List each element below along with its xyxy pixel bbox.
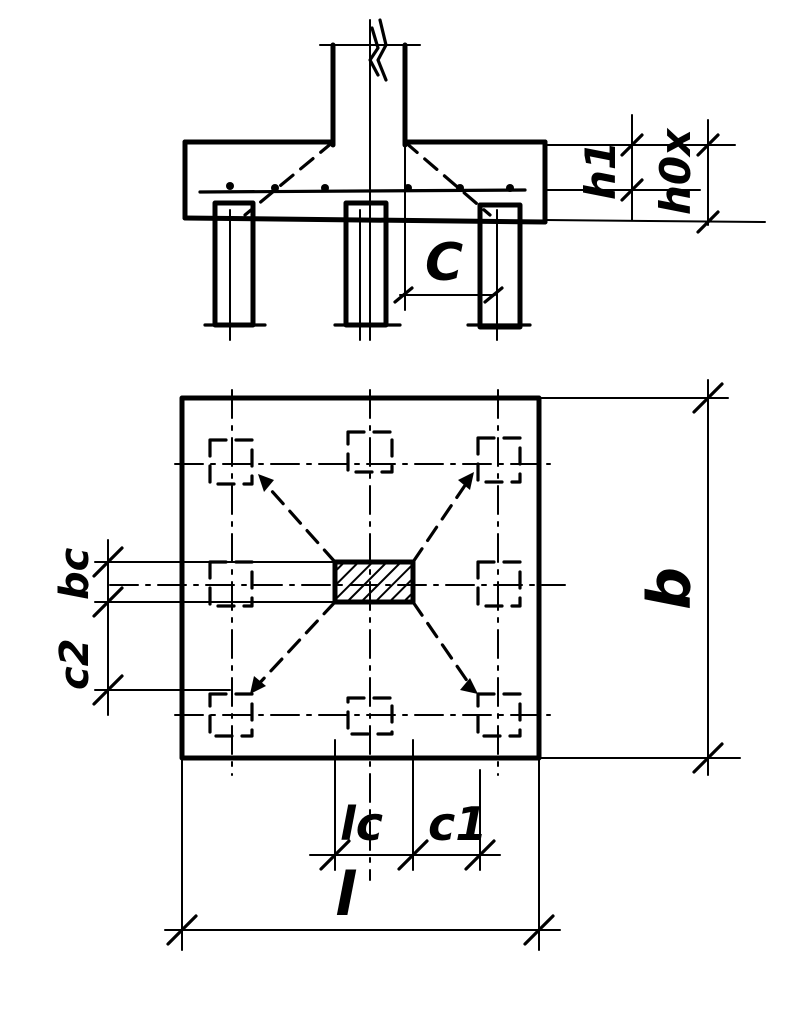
pile-right [477, 202, 523, 330]
label-b: b [635, 567, 705, 610]
pile-plan-2 [346, 430, 394, 474]
column [319, 18, 421, 148]
punching-line-left [243, 140, 335, 217]
dimension-heights: h1 h0x [544, 114, 766, 234]
column-plan [332, 559, 416, 605]
axis-lines [109, 389, 566, 881]
elevation-view: C h1 h0x [182, 18, 766, 341]
pile-plan-5 [476, 560, 522, 608]
rebar-dots [226, 182, 514, 192]
pile-plan-6 [208, 692, 254, 738]
dimension-lc-c1: lc c1 [309, 739, 501, 871]
dimension-l: l [164, 757, 561, 951]
punching-line-right [403, 140, 492, 217]
pile-plan-4 [208, 560, 254, 608]
pile-plan-8 [476, 692, 522, 738]
label-c2: c2 [52, 638, 98, 690]
pile-cap [182, 19, 548, 341]
dimension-bc-c2: bc c2 [52, 539, 336, 716]
piles-plan [208, 430, 522, 738]
pile-plan-1 [208, 438, 254, 486]
plan-view: b bc c2 lc c1 [52, 379, 741, 951]
label-l: l [335, 860, 357, 930]
dimension-c-elevation: C [393, 144, 504, 311]
pile-left [212, 200, 256, 328]
pile-plan-7 [346, 696, 394, 736]
piles-elevation [203, 200, 532, 341]
punching-diagonals [250, 472, 478, 694]
pile-cap-plan [179, 395, 542, 761]
label-c1: c1 [428, 797, 487, 851]
pile-plan-3 [476, 436, 522, 484]
reinforcement-bar [198, 188, 527, 194]
label-bc: bc [52, 547, 98, 600]
label-lc: lc [340, 797, 383, 851]
dimension-b: b [538, 379, 741, 776]
label-c: C [425, 233, 463, 293]
label-h0: h0x [651, 127, 700, 215]
label-h1: h1 [576, 141, 625, 200]
